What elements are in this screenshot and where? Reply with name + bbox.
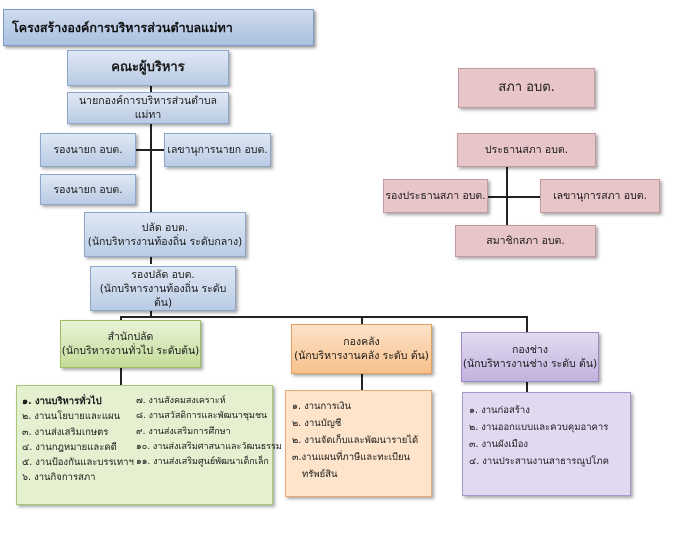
- list-item: ๓. งานส่งเสริมเกษตร: [22, 426, 109, 438]
- deputy-clerk-title: รองปลัด อบต.: [131, 268, 195, 281]
- council-members-box: สมาชิกสภา อบต.: [455, 225, 596, 257]
- deputy-clerk-box: รองปลัด อบต. (นักบริหารงานท้องถิ่น ระดับ…: [90, 266, 236, 311]
- office-of-clerk-header: สำนักปลัด (นักบริหารงานทั่วไป ระดับต้น): [60, 320, 201, 368]
- connector-line: [135, 149, 167, 151]
- deputy-mayor-box-1: รองนายก อบต.: [40, 133, 136, 167]
- engineering-division-header: กองช่าง (นักบริหารงานช่าง ระดับ ต้น): [461, 332, 599, 382]
- deputy-clerk-level: (นักบริหารงานท้องถิ่น ระดับ ต้น): [99, 282, 227, 309]
- engineering-name: กองช่าง: [512, 344, 548, 356]
- office-level: (นักบริหารงานทั่วไป ระดับต้น): [61, 345, 200, 357]
- list-item: ๒. งานนโยบายและแผน: [22, 411, 121, 423]
- executives-header: คณะผู้บริหาร: [67, 50, 229, 86]
- finance-name: กองคลัง: [343, 336, 380, 348]
- page-title: โครงสร้างองค์การบริหารส่วนตำบลแม่ทา: [3, 9, 314, 46]
- connector-line: [487, 196, 541, 198]
- office-task-list: [16, 385, 273, 505]
- finance-tasks: ๑. งานการเงิน ๒. งานบัญชี ๒. งานจัดเก็บแ…: [292, 398, 418, 483]
- list-item: ทรัพย์สิน: [302, 469, 338, 480]
- list-item: ๑๐. งานส่งเสริมศาสนาและวัฒนธรรม: [136, 441, 282, 452]
- office-tasks-right: ๗. งานสังคมสงเคราะห์ ๘. งานสวัสดิการและพ…: [136, 394, 282, 470]
- finance-level: (นักบริหารงานคลัง ระดับ ต้น): [294, 350, 429, 362]
- connector-line: [120, 316, 527, 318]
- clerk-box: ปลัด อบต. (นักบริหารงานท้องถิ่น ระดับกลา…: [84, 212, 246, 257]
- connector-line: [150, 86, 152, 264]
- list-item: ๓.งานแผนที่ภาษีและทะเบียน: [292, 452, 411, 463]
- council-secretary-box: เลขานุการสภา อบต.: [540, 179, 660, 213]
- council-vice-chair-box: รองประธานสภา อบต.: [383, 179, 488, 213]
- list-item: ๔. งานกฎหมายและคดี: [22, 441, 117, 453]
- list-item: ๑๑. งานส่งเสริมศูนย์พัฒนาเด็กเล็ก: [136, 457, 269, 468]
- list-item: ๒. งานจัดเก็บและพัฒนารายได้: [292, 435, 419, 446]
- office-name: สำนักปลัด: [107, 331, 154, 343]
- list-item: ๔. งานประสานงานสาธารณูปโภค: [469, 456, 609, 467]
- list-item: ๕. งานป้องกันและบรรเทาฯ: [22, 457, 134, 469]
- list-item: ๑. งานก่อสร้าง: [469, 405, 530, 416]
- connector-line: [361, 374, 363, 390]
- list-item: ๑. งานการเงิน: [292, 401, 352, 412]
- council-header: สภา อบต.: [458, 68, 595, 108]
- list-item: ๙. งานส่งเสริมการศึกษา: [136, 426, 231, 437]
- finance-division-header: กองคลัง (นักบริหารงานคลัง ระดับ ต้น): [291, 324, 432, 374]
- connector-line: [120, 368, 122, 385]
- finance-task-list: [285, 390, 432, 497]
- list-item: ๖. งานกิจการสภา: [22, 472, 96, 484]
- connector-line: [361, 316, 363, 324]
- clerk-title: ปลัด อบต.: [141, 221, 189, 234]
- office-tasks-left: ๑. งานบริหารทั่วไป ๒. งานนโยบายและแผน ๓.…: [22, 394, 134, 486]
- connector-line: [120, 316, 122, 322]
- list-item: ๑. งานบริหารทั่วไป: [22, 396, 102, 407]
- connector-line: [526, 316, 528, 332]
- list-item: ๒. งานออกแบบและควบคุมอาคาร: [469, 422, 609, 433]
- connector-line: [150, 304, 152, 318]
- list-item: ๗. งานสังคมสงเคราะห์: [136, 396, 226, 406]
- connector-line: [526, 382, 528, 392]
- deputy-mayor-box-2: รองนายก อบต.: [40, 174, 136, 205]
- engineering-task-list: [462, 392, 631, 496]
- engineering-tasks: ๑. งานก่อสร้าง ๒. งานออกแบบและควบคุมอาคา…: [469, 402, 609, 470]
- mayor-secretary-box: เลขานุการนายก อบต.: [164, 133, 271, 167]
- engineering-level: (นักบริหารงานช่าง ระดับ ต้น): [462, 358, 598, 370]
- council-chair-box: ประธานสภา อบต.: [457, 133, 596, 167]
- mayor-box: นายกองค์การบริหารส่วนตำบลแม่ทา: [67, 92, 229, 124]
- list-item: ๘. งานสวัสดิการและพัฒนาชุมชน: [136, 411, 268, 422]
- list-item: ๓. งานผังเมือง: [469, 439, 529, 450]
- list-item: ๒. งานบัญชี: [292, 418, 342, 429]
- clerk-level: (นักบริหารงานท้องถิ่น ระดับกลาง): [87, 235, 243, 248]
